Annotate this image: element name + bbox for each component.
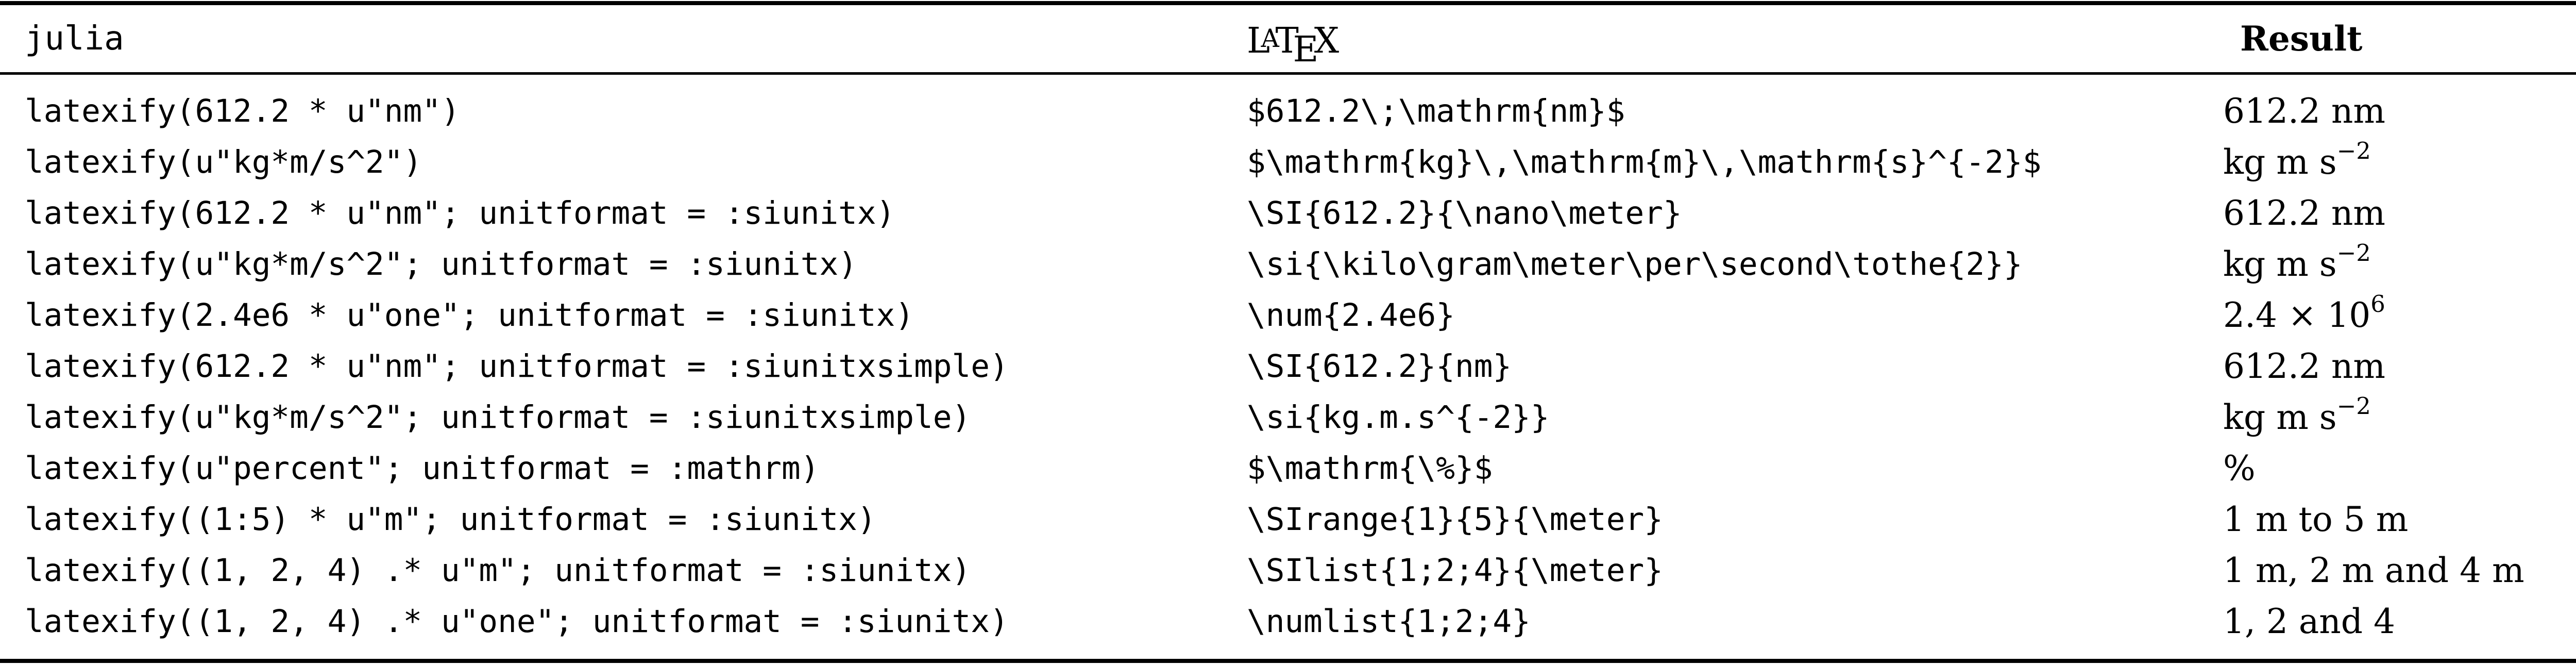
latex-code-cell: \si{\kilo\gram\meter\per\second\tothe{2}…: [1247, 246, 2023, 283]
result-text: 612.2 nm: [2223, 91, 2386, 131]
table-row: latexify(2.4e6 * u"one"; unitformat = :s…: [0, 290, 2576, 341]
top-rule: [0, 1, 2576, 5]
latex-code-cell: $\mathrm{kg}\,\mathrm{m}\,\mathrm{s}^{-2…: [1247, 144, 2042, 180]
julia-code-cell: latexify(612.2 * u"nm"; unitformat = :si…: [25, 195, 895, 231]
table-row: latexify(u"percent"; unitformat = :mathr…: [0, 443, 2576, 494]
julia-code-cell: latexify(u"kg*m/s^2"; unitformat = :siun…: [25, 399, 971, 436]
result-cell: 612.2 nm: [2223, 188, 2385, 239]
result-cell: 1 m, 2 m and 4 m: [2223, 545, 2524, 596]
result-exponent: −2: [2336, 392, 2371, 420]
result-text: kg m s: [2223, 142, 2337, 182]
latex-logo-a: A: [1261, 24, 1279, 53]
latex-code-cell: \numlist{1;2;4}: [1247, 603, 1531, 640]
header-rule: [0, 72, 2576, 75]
result-text: 1 m, 2 m and 4 m: [2223, 551, 2524, 590]
result-cell: kg m s−2: [2223, 137, 2371, 188]
result-text: 2.4 × 10: [2223, 295, 2371, 335]
julia-code-cell: latexify((1, 2, 4) .* u"one"; unitformat…: [25, 603, 1009, 640]
result-text: %: [2223, 449, 2256, 488]
result-cell: kg m s−2: [2223, 392, 2371, 443]
julia-code-cell: latexify((1, 2, 4) .* u"m"; unitformat =…: [25, 552, 971, 589]
result-cell: 1 m to 5 m: [2223, 494, 2408, 545]
result-cell: kg m s−2: [2223, 239, 2371, 290]
result-cell: 2.4 × 106: [2223, 290, 2385, 341]
result-text: 612.2 nm: [2223, 193, 2386, 233]
julia-code-cell: latexify(2.4e6 * u"one"; unitformat = :s…: [25, 297, 914, 334]
table-row: latexify(612.2 * u"nm"; unitformat = :si…: [0, 188, 2576, 239]
result-text: 612.2 nm: [2223, 346, 2386, 386]
julia-code-cell: latexify(u"percent"; unitformat = :mathr…: [25, 450, 820, 487]
julia-code-cell: latexify(612.2 * u"nm"; unitformat = :si…: [25, 348, 1009, 385]
result-text: kg m s: [2223, 244, 2337, 284]
result-exponent: −2: [2336, 239, 2371, 267]
julia-code-cell: latexify(u"kg*m/s^2"): [25, 144, 422, 180]
table-row: latexify(u"kg*m/s^2"; unitformat = :siun…: [0, 392, 2576, 443]
latex-logo-x: X: [1314, 20, 1340, 61]
result-cell: %: [2223, 443, 2256, 494]
latex-code-cell: $612.2\;\mathrm{nm}$: [1247, 93, 1625, 129]
latex-code-cell: \SIlist{1;2;4}{\meter}: [1247, 552, 1663, 589]
latex-logo-e: E: [1293, 29, 1319, 71]
latex-logo-l: L: [1247, 20, 1270, 61]
latex-code-cell: \SI{612.2}{nm}: [1247, 348, 1512, 385]
table-body: latexify(612.2 * u"nm") $612.2\;\mathrm{…: [0, 86, 2576, 647]
table-row: latexify(u"kg*m/s^2"; unitformat = :siun…: [0, 239, 2576, 290]
latex-code-cell: \num{2.4e6}: [1247, 297, 1455, 334]
julia-code-cell: latexify((1:5) * u"m"; unitformat = :siu…: [25, 501, 876, 538]
table-row: latexify(612.2 * u"nm"; unitformat = :si…: [0, 341, 2576, 392]
table-row: latexify(612.2 * u"nm") $612.2\;\mathrm{…: [0, 86, 2576, 137]
header-latex-logo: LATEX: [1247, 5, 1339, 72]
table-row: latexify((1, 2, 4) .* u"one"; unitformat…: [0, 596, 2576, 647]
julia-code-cell: latexify(612.2 * u"nm"): [25, 93, 460, 129]
result-text: kg m s: [2223, 397, 2337, 437]
table-row: latexify((1, 2, 4) .* u"m"; unitformat =…: [0, 545, 2576, 596]
result-cell: 1, 2 and 4: [2223, 596, 2395, 647]
table-header-row: julia LATEX Result: [0, 5, 2576, 72]
header-julia: julia: [25, 20, 124, 58]
result-text: 1, 2 and 4: [2223, 602, 2395, 641]
julia-code-cell: latexify(u"kg*m/s^2"; unitformat = :siun…: [25, 246, 857, 283]
header-result: Result: [2240, 19, 2363, 59]
result-text: 1 m to 5 m: [2223, 500, 2409, 539]
latex-code-cell: \si{kg.m.s^{-2}}: [1247, 399, 1550, 436]
result-exponent: −2: [2336, 137, 2371, 164]
table-row: latexify(u"kg*m/s^2") $\mathrm{kg}\,\mat…: [0, 137, 2576, 188]
table-row: latexify((1:5) * u"m"; unitformat = :siu…: [0, 494, 2576, 545]
latex-logo-t: T: [1275, 20, 1299, 61]
bottom-rule: [0, 659, 2576, 663]
result-exponent: 6: [2370, 290, 2385, 318]
result-cell: 612.2 nm: [2223, 341, 2385, 392]
result-cell: 612.2 nm: [2223, 86, 2385, 137]
latex-code-cell: $\mathrm{\%}$: [1247, 450, 1493, 487]
latex-code-cell: \SIrange{1}{5}{\meter}: [1247, 501, 1663, 538]
latex-code-cell: \SI{612.2}{\nano\meter}: [1247, 195, 1682, 231]
